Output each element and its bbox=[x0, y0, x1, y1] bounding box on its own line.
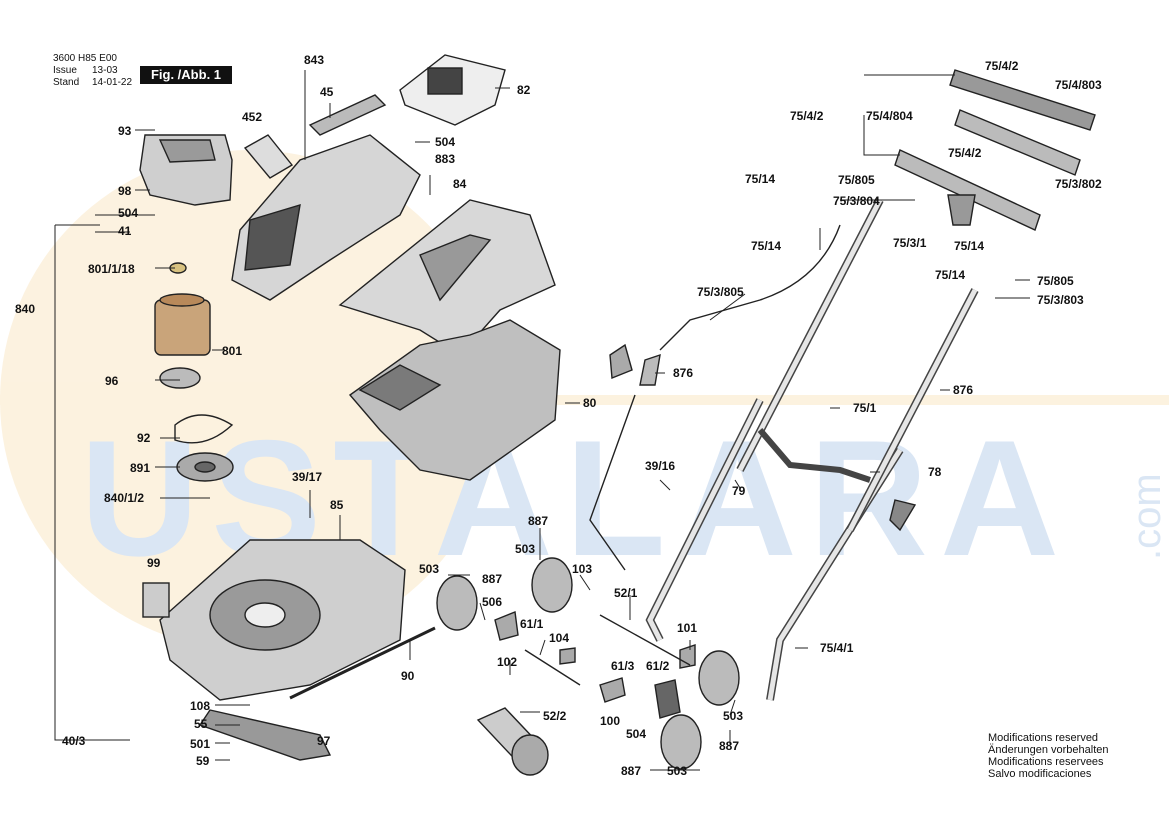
part-label: 98 bbox=[118, 184, 132, 198]
part-label: 55 bbox=[194, 717, 208, 731]
part-label: 75/4/2 bbox=[985, 59, 1019, 73]
part-label: 75/3/802 bbox=[1055, 177, 1102, 191]
part-label: 99 bbox=[147, 556, 161, 570]
part-label: 75/4/803 bbox=[1055, 78, 1102, 92]
modifications-notes: Modifications reserved Änderungen vorbeh… bbox=[988, 732, 1108, 780]
part-label: 82 bbox=[517, 83, 531, 97]
part-label: 887 bbox=[719, 739, 739, 753]
stand-value: 14-01-22 bbox=[92, 77, 133, 88]
part-label: 876 bbox=[673, 366, 693, 380]
part-label: 96 bbox=[105, 374, 119, 388]
part-label: 101 bbox=[677, 621, 697, 635]
part-label: 75/4/1 bbox=[820, 641, 854, 655]
part-label: 840 bbox=[15, 302, 35, 316]
watermark-suffix: .com bbox=[1125, 473, 1169, 560]
part-label: 97 bbox=[317, 734, 331, 748]
stand-label: Stand bbox=[53, 77, 80, 88]
part-label: 801/1/18 bbox=[88, 262, 135, 276]
issue-label: Issue bbox=[53, 65, 77, 76]
part-label: 876 bbox=[953, 383, 973, 397]
part-label: 40/3 bbox=[62, 734, 86, 748]
part-label: 59 bbox=[196, 754, 210, 768]
part-label: 503 bbox=[515, 542, 535, 556]
part-label: 503 bbox=[419, 562, 439, 576]
part-label: 887 bbox=[621, 764, 641, 778]
part-label: 801 bbox=[222, 344, 242, 358]
part-label: 75/14 bbox=[935, 268, 965, 282]
part-label: 75/3/803 bbox=[1037, 293, 1084, 307]
part-label: 887 bbox=[482, 572, 502, 586]
note-line: Modifications reserved bbox=[988, 732, 1099, 744]
part-label: 75/4/2 bbox=[948, 146, 982, 160]
part-label: 75/4/2 bbox=[790, 109, 824, 123]
part-label: 93 bbox=[118, 124, 132, 138]
part-label: 506 bbox=[482, 595, 502, 609]
part-label: 75/14 bbox=[751, 239, 781, 253]
part-label: 78 bbox=[928, 465, 942, 479]
figure-label: Fig. /Abb. 1 bbox=[140, 66, 232, 84]
part-label: 90 bbox=[401, 669, 415, 683]
part-label: 75/14 bbox=[954, 239, 984, 253]
issue-value: 13-03 bbox=[92, 65, 118, 76]
part-label: 504 bbox=[626, 727, 646, 741]
part-label: 61/3 bbox=[611, 659, 635, 673]
part-labels: 93 98 504 41 801/1/18 840 801 96 92 891 840/1/2 99 4… bbox=[15, 53, 1102, 778]
part-label: 452 bbox=[242, 110, 262, 124]
part-label: 108 bbox=[190, 699, 210, 713]
part-label: 75/4/804 bbox=[866, 109, 913, 123]
part-label: 100 bbox=[600, 714, 620, 728]
part-label: 504 bbox=[118, 206, 138, 220]
part-label: 79 bbox=[732, 484, 746, 498]
part-label: 75/3/1 bbox=[893, 236, 927, 250]
part-label: 52/1 bbox=[614, 586, 638, 600]
part-label: 887 bbox=[528, 514, 548, 528]
part-label: 75/3/805 bbox=[697, 285, 744, 299]
part-label: 85 bbox=[330, 498, 344, 512]
part-label: 75/805 bbox=[838, 173, 875, 187]
part-label: 503 bbox=[723, 709, 743, 723]
part-label: 52/2 bbox=[543, 709, 567, 723]
part-label: 103 bbox=[572, 562, 592, 576]
part-label: 61/1 bbox=[520, 617, 544, 631]
part-label: 61/2 bbox=[646, 659, 670, 673]
part-drawings bbox=[139, 54, 1096, 776]
doc-number: 3600 H85 E00 bbox=[53, 53, 117, 64]
note-line: Salvo modificaciones bbox=[988, 768, 1092, 780]
part-label: 843 bbox=[304, 53, 324, 67]
part-label: 840/1/2 bbox=[104, 491, 144, 505]
part-label: 104 bbox=[549, 631, 569, 645]
part-label: 503 bbox=[667, 764, 687, 778]
part-label: 39/16 bbox=[645, 459, 675, 473]
part-label: 84 bbox=[453, 177, 467, 191]
part-label: 883 bbox=[435, 152, 455, 166]
part-label: 80 bbox=[583, 396, 597, 410]
part-label: 75/805 bbox=[1037, 274, 1074, 288]
part-label: 41 bbox=[118, 224, 132, 238]
part-label: 75/14 bbox=[745, 172, 775, 186]
part-label: 102 bbox=[497, 655, 517, 669]
part-label: 39/17 bbox=[292, 470, 322, 484]
part-label: 92 bbox=[137, 431, 151, 445]
note-line: Änderungen vorbehalten bbox=[988, 744, 1109, 756]
part-label: 501 bbox=[190, 737, 210, 751]
part-label: 504 bbox=[435, 135, 455, 149]
leader-lines bbox=[54, 70, 1030, 771]
note-line: Modifications reservees bbox=[988, 756, 1104, 768]
part-label: 75/3/804 bbox=[833, 194, 880, 208]
part-label: 891 bbox=[130, 461, 150, 475]
part-label: 75/1 bbox=[853, 401, 877, 415]
part-label: 45 bbox=[320, 85, 334, 99]
